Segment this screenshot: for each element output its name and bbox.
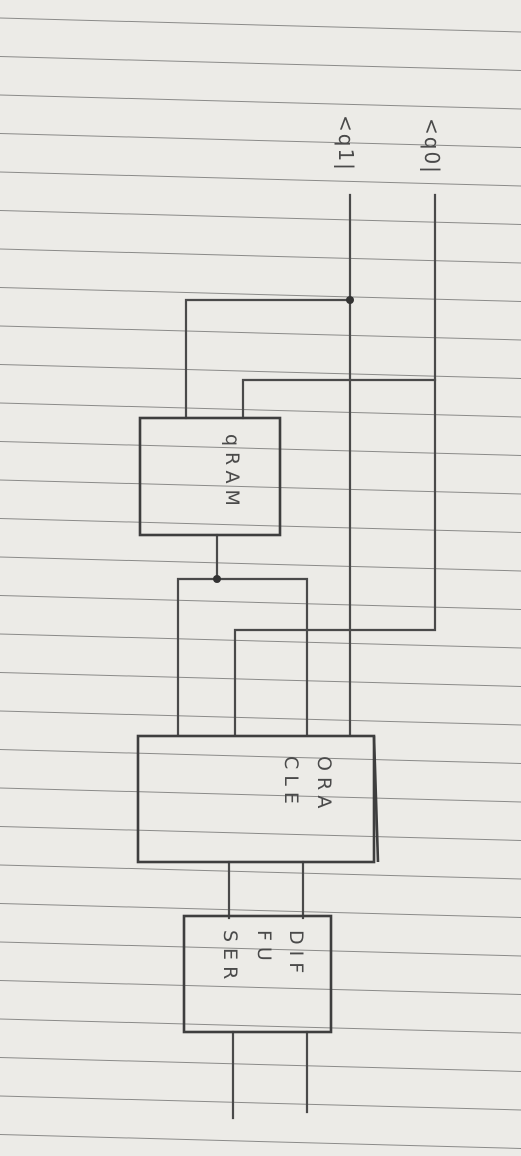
ruled-line	[0, 210, 521, 225]
qram-label: qRAM	[221, 434, 243, 512]
ruled-line	[0, 441, 521, 456]
ruled-line	[0, 248, 521, 264]
ruled-line	[0, 518, 521, 533]
wires	[176, 193, 437, 1120]
ruled-line	[0, 941, 521, 957]
wire-q0-to-ram	[241, 378, 437, 420]
ruled-line	[0, 749, 521, 764]
ruled-line	[0, 94, 521, 110]
ruled-line	[0, 1057, 521, 1072]
wire-ram-split	[176, 577, 309, 737]
ruled-line	[0, 402, 521, 418]
ruled-line	[0, 633, 521, 649]
ruled-line	[0, 864, 521, 880]
diffuser-block	[182, 914, 333, 1034]
ruled-line	[0, 17, 521, 33]
qram-block	[138, 416, 282, 537]
ruled-line	[0, 133, 521, 148]
ruled-line	[0, 1134, 521, 1149]
junction-dot-ram	[213, 575, 221, 583]
ruled-lines	[0, 17, 521, 1149]
ruled-line	[0, 1018, 521, 1034]
ruled-line	[0, 364, 521, 379]
ruled-line	[0, 672, 521, 687]
wire-q0	[233, 193, 437, 737]
oracle-block-edge	[372, 735, 380, 863]
diffuser-label-line1: DIF	[285, 930, 307, 979]
oracle-block	[136, 734, 376, 864]
ruled-line	[0, 171, 521, 187]
wire-q1-to-ram	[184, 298, 352, 420]
ruled-line	[0, 903, 521, 918]
ruled-line	[0, 1095, 521, 1111]
ruled-line	[0, 556, 521, 572]
ruled-line	[0, 325, 521, 341]
ruled-line	[0, 479, 521, 495]
ruled-line	[0, 710, 521, 726]
ruled-line	[0, 56, 521, 71]
input-label-q0: <q0|	[420, 118, 444, 175]
ruled-line	[0, 787, 521, 803]
oracle-label-line2: CLE	[280, 756, 302, 810]
diffuser-label-line2: FU	[253, 930, 275, 967]
junction-dot-q1	[346, 296, 354, 304]
ruled-line	[0, 980, 521, 995]
diffuser-label-line3: SER	[219, 930, 241, 985]
ruled-line	[0, 826, 521, 841]
input-label-q1: <q1|	[334, 115, 358, 172]
oracle-label-line1: ORA	[313, 756, 335, 814]
ruled-line	[0, 595, 521, 610]
